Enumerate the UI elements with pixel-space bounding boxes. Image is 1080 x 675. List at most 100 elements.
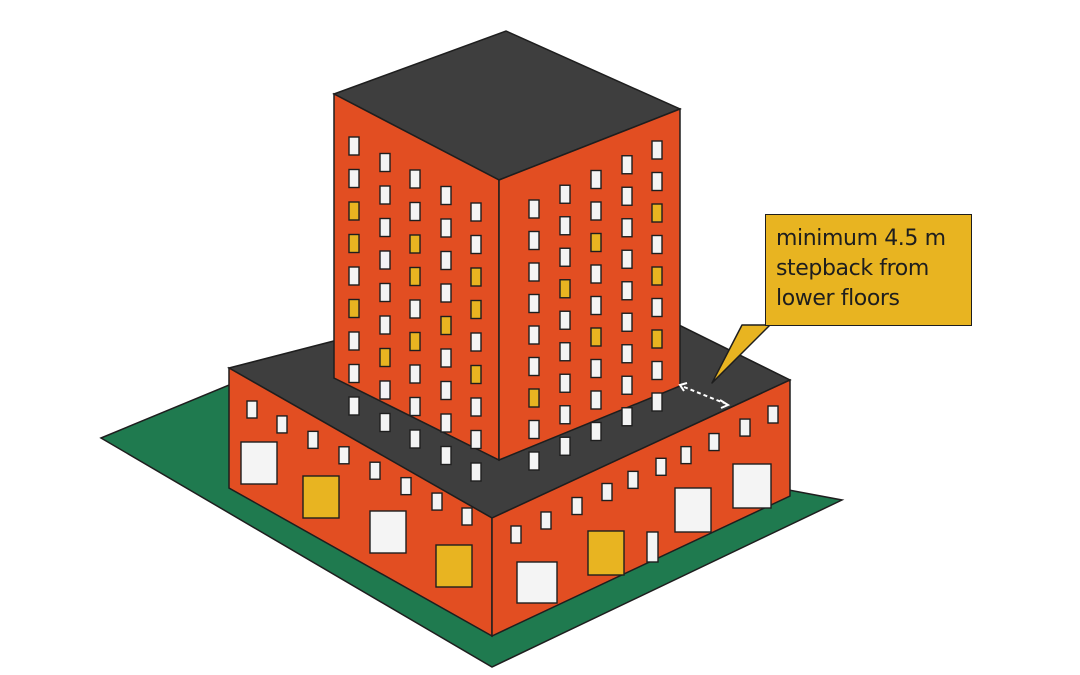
- tower-window: [379, 217, 391, 238]
- podium-small-window: [400, 476, 412, 496]
- podium-large-window: [302, 475, 340, 519]
- tower-window: [528, 293, 540, 314]
- tower-window: [559, 184, 571, 204]
- podium-large-window: [240, 441, 278, 485]
- callout-line-3: lower floors: [776, 286, 900, 311]
- tower-window: [470, 397, 482, 417]
- tower-window: [528, 451, 540, 471]
- podium-small-window: [307, 430, 319, 450]
- tower-window: [559, 279, 571, 299]
- tower-window: [528, 388, 540, 408]
- tower-window: [651, 297, 663, 318]
- tower-window: [590, 327, 602, 347]
- tower-window: [440, 348, 452, 368]
- podium-small-window: [431, 492, 443, 511]
- tower-window: [470, 234, 482, 255]
- tower-window: [409, 201, 421, 222]
- tower-window: [621, 281, 633, 301]
- tower-windows: [348, 136, 663, 482]
- podium-small-window: [601, 482, 613, 502]
- podium-small-window: [461, 507, 473, 526]
- podium-small-window: [627, 470, 639, 490]
- tower-window: [470, 299, 482, 320]
- tower-window: [590, 232, 602, 253]
- tower-window: [528, 230, 540, 251]
- podium-small-window: [540, 511, 552, 530]
- tower-window: [440, 283, 452, 303]
- tower-window: [348, 266, 360, 286]
- tower-window: [440, 218, 452, 238]
- tower-window: [440, 315, 452, 336]
- tower-window: [348, 396, 360, 416]
- podium-small-window: [680, 445, 692, 465]
- tower-window: [528, 356, 540, 377]
- tower-window: [470, 462, 482, 482]
- tower-window: [528, 199, 540, 219]
- tower-window: [440, 413, 452, 433]
- tower-window: [409, 299, 421, 319]
- tower-window: [409, 234, 421, 254]
- stepback-dimension-arrow: [678, 382, 731, 409]
- tower-window: [379, 282, 391, 303]
- tower-window: [440, 185, 452, 206]
- podium-small-window: [739, 418, 751, 437]
- tower-window: [379, 315, 391, 335]
- tower-window: [651, 392, 663, 412]
- tower-window: [528, 325, 540, 345]
- tower-window: [409, 429, 421, 449]
- tower-window: [379, 250, 391, 270]
- tower-window: [590, 358, 602, 379]
- tower-window: [348, 233, 360, 254]
- podium-small-window: [655, 457, 667, 476]
- tower-window: [440, 250, 452, 271]
- tower-window: [621, 344, 633, 364]
- tower-window: [409, 266, 421, 287]
- tower-window: [440, 380, 452, 401]
- tower-window: [379, 347, 391, 368]
- tower-window: [559, 405, 571, 425]
- tower-window: [470, 267, 482, 287]
- tower-window: [409, 331, 421, 352]
- tower-window: [409, 364, 421, 384]
- podium-small-window: [510, 525, 522, 544]
- tower-window: [379, 380, 391, 400]
- tower-window: [590, 264, 602, 284]
- tower-window: [348, 331, 360, 351]
- podium-door: [646, 531, 659, 563]
- podium-small-window: [767, 405, 779, 424]
- podium-large-window: [435, 544, 473, 588]
- tower-window: [621, 312, 633, 332]
- tower-window: [409, 169, 421, 189]
- tower-window: [590, 295, 602, 316]
- tower-window: [559, 373, 571, 393]
- tower-window: [621, 249, 633, 269]
- tower-window: [621, 155, 633, 175]
- tower-window: [559, 310, 571, 330]
- tower-window: [348, 136, 360, 156]
- tower-window: [559, 216, 571, 236]
- tower-window: [348, 168, 360, 189]
- tower-window: [440, 445, 452, 466]
- tower-window: [651, 234, 663, 255]
- tower-window: [651, 360, 663, 381]
- callout-line-1: minimum 4.5 m: [776, 226, 946, 251]
- podium-large-window: [516, 561, 558, 604]
- tower-window: [559, 247, 571, 267]
- podium-small-window: [276, 415, 288, 434]
- tower-window: [559, 342, 571, 362]
- tower-window: [348, 298, 360, 319]
- podium-large-window: [369, 510, 407, 554]
- tower-window: [348, 201, 360, 221]
- tower-window: [470, 364, 482, 385]
- podium-large-window: [587, 530, 625, 576]
- tower-window: [590, 390, 602, 410]
- tower-window: [590, 201, 602, 221]
- tower: [332, 30, 682, 482]
- callout-pointer: [711, 324, 771, 384]
- tower-window: [590, 169, 602, 190]
- tower-window: [409, 396, 421, 417]
- podium-small-window: [369, 461, 381, 480]
- stepback-callout: minimum 4.5 m stepback from lower floors: [765, 214, 972, 326]
- tower-window: [651, 171, 663, 192]
